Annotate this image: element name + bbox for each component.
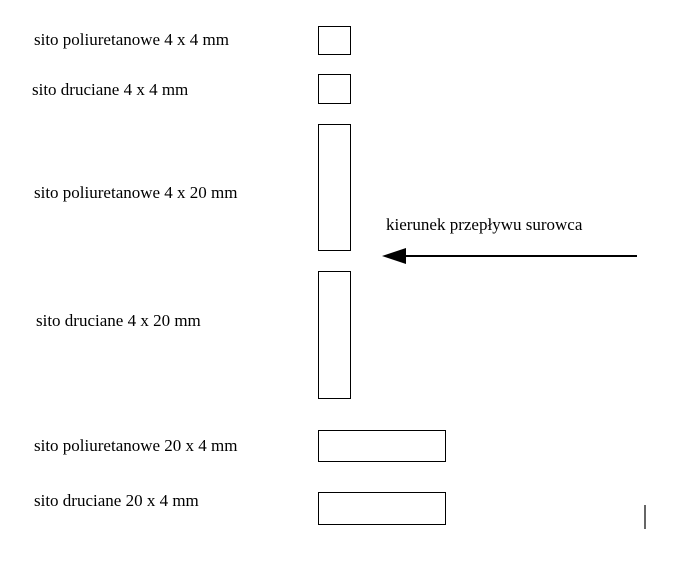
flow-direction-label: kierunek przepływu surowca [386,215,583,234]
sieve-label-poly-4x20: sito poliuretanowe 4 x 20 mm [34,183,238,202]
sieve-shape-poly-4x20 [318,124,351,251]
flow-arrow-head [382,248,406,264]
sieve-shape-poly-4x4 [318,26,351,55]
sieve-shape-poly-20x4 [318,430,446,462]
sieve-label-poly-20x4: sito poliuretanowe 20 x 4 mm [34,436,238,455]
sieve-label-wire-4x20: sito druciane 4 x 20 mm [36,311,201,330]
sieve-label-wire-20x4: sito druciane 20 x 4 mm [34,491,199,510]
sieve-shape-wire-20x4 [318,492,446,525]
sieve-shape-wire-4x20 [318,271,351,399]
sieve-label-wire-4x4: sito druciane 4 x 4 mm [32,80,189,99]
flow-arrow [382,248,637,264]
sieve-shape-wire-4x4 [318,74,351,104]
sieve-label-poly-4x4: sito poliuretanowe 4 x 4 mm [34,30,230,49]
